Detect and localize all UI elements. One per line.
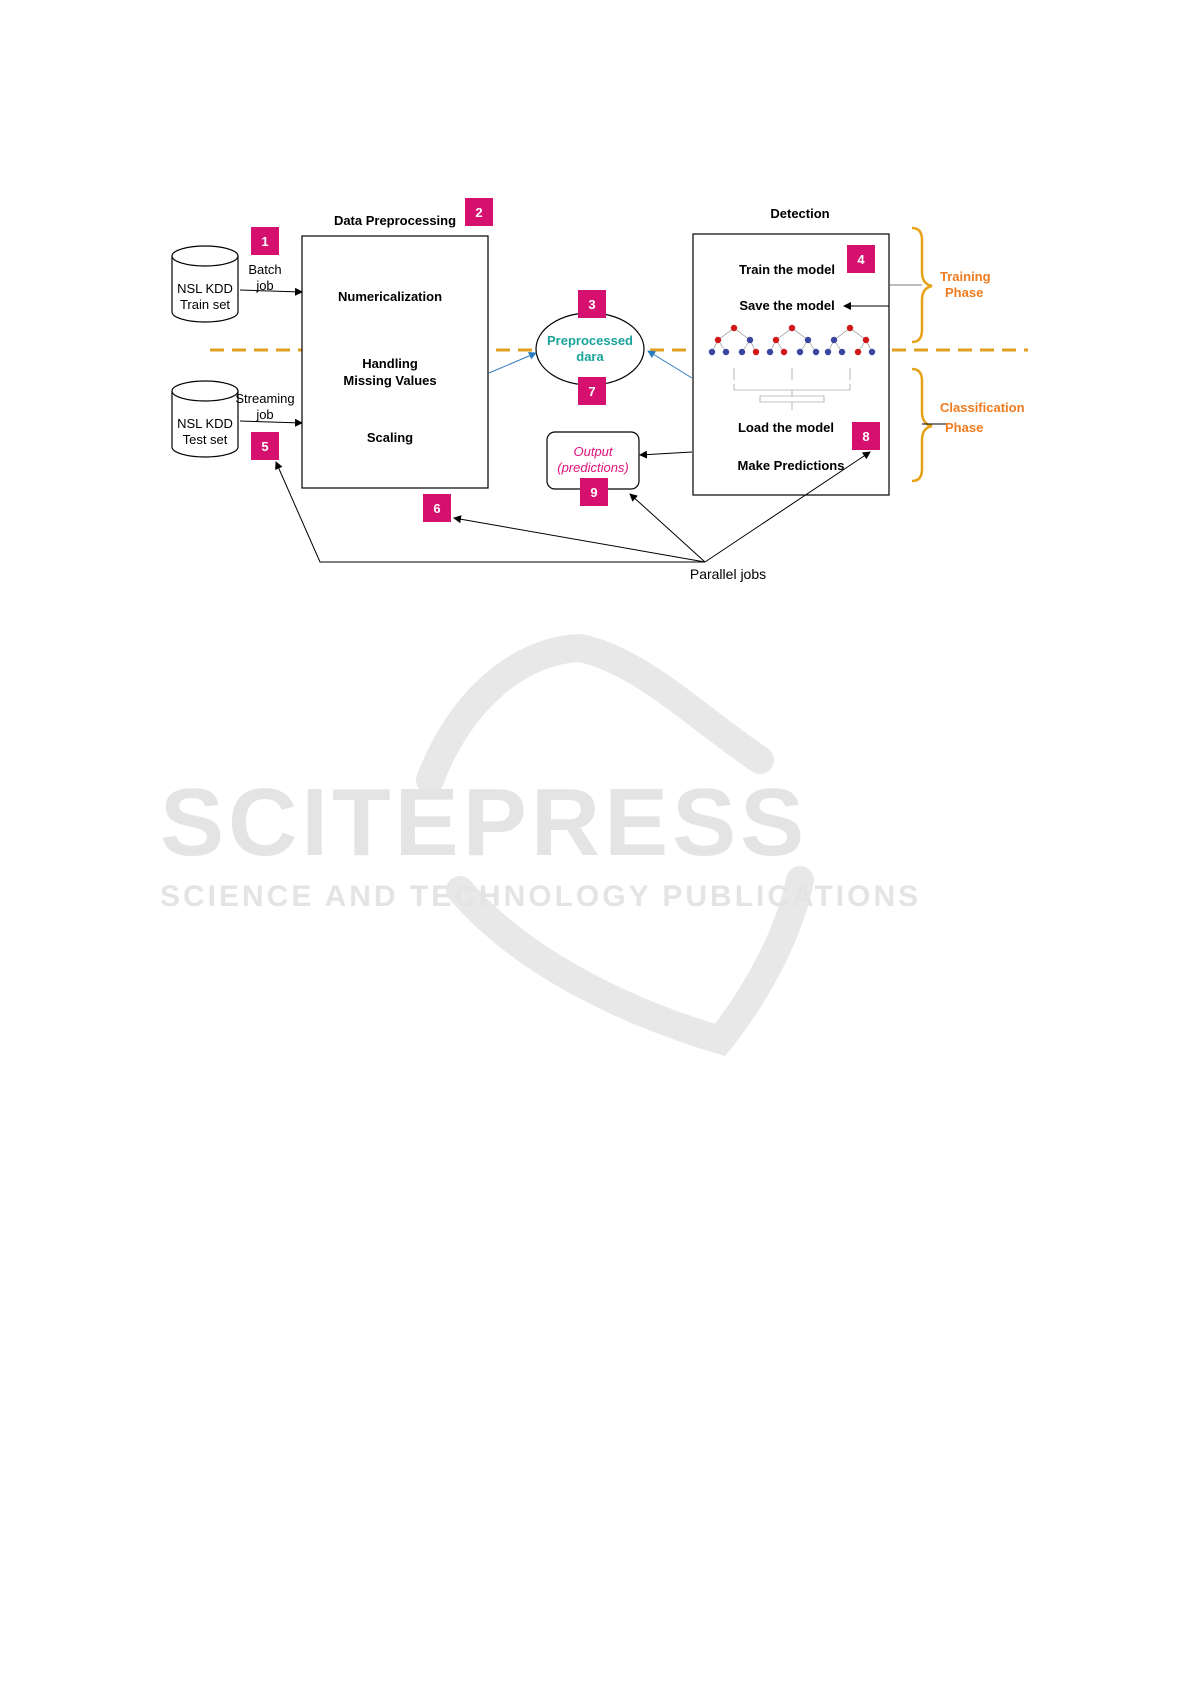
preprocessing-title: Data Preprocessing <box>334 213 456 228</box>
badge-7: 7 <box>578 377 606 405</box>
streaming-job-label-1: Streaming <box>235 391 294 406</box>
detection-to-data-arrow <box>647 350 693 379</box>
parallel-jobs-label: Parallel jobs <box>690 566 766 582</box>
badge-5: 5 <box>251 432 279 460</box>
badge-9: 9 <box>580 478 608 506</box>
svg-text:4: 4 <box>857 252 865 267</box>
train-model-label: Train the model <box>739 262 835 277</box>
train-set-database-icon <box>171 245 239 323</box>
parallel-jobs-arrows <box>275 451 871 563</box>
badge-1: 1 <box>251 227 279 255</box>
badge-4: 4 <box>847 245 875 273</box>
training-phase-label-2: Phase <box>945 285 983 300</box>
batch-job-label-1: Batch <box>248 262 281 277</box>
svg-text:7: 7 <box>588 384 595 399</box>
detection-title: Detection <box>770 206 829 221</box>
test-set-label-2: Test set <box>183 432 228 447</box>
badge-6: 6 <box>423 494 451 522</box>
step-numericalization: Numericalization <box>338 289 442 304</box>
detection-box <box>692 233 890 496</box>
step-scaling: Scaling <box>367 430 413 445</box>
svg-text:8: 8 <box>862 429 869 444</box>
watermark-book-logo <box>416 633 814 1057</box>
step-handling-1: Handling <box>362 356 418 371</box>
svg-text:3: 3 <box>588 297 595 312</box>
streaming-job-arrow <box>239 418 303 427</box>
test-set-label-1: NSL KDD <box>177 416 233 431</box>
preprocessed-label-2: dara <box>576 349 604 364</box>
random-forest-icon <box>708 324 876 410</box>
preprocessing-to-data-arrow <box>488 352 537 374</box>
save-model-label: Save the model <box>739 298 834 313</box>
train-set-label-1: NSL KDD <box>177 281 233 296</box>
output-label-1: Output <box>573 444 613 459</box>
classification-phase-brace <box>911 367 933 483</box>
step-handling-2: Missing Values <box>343 373 436 388</box>
preprocessing-box <box>301 235 489 489</box>
detection-to-output-arrow <box>639 450 693 459</box>
training-phase-brace <box>911 226 933 344</box>
watermark-subtitle: SCIENCE AND TECHNOLOGY PUBLICATIONS <box>160 880 921 913</box>
batch-job-label-2: job <box>255 278 273 293</box>
streaming-job-label-2: job <box>255 407 273 422</box>
batch-job-arrow <box>239 287 303 296</box>
output-label-2: (predictions) <box>557 460 629 475</box>
badge-3: 3 <box>578 290 606 318</box>
load-model-label: Load the model <box>738 420 834 435</box>
badge-2: 2 <box>465 198 493 226</box>
preprocessed-label-1: Preprocessed <box>547 333 633 348</box>
svg-text:2: 2 <box>475 205 482 220</box>
test-set-database-icon <box>171 380 239 458</box>
train-set-label-2: Train set <box>180 297 230 312</box>
watermark: SCITEPRESS SCIENCE AND TECHNOLOGY PUBLIC… <box>160 633 921 1057</box>
make-predictions-label: Make Predictions <box>738 458 845 473</box>
classification-phase-label-2: Phase <box>945 420 983 435</box>
watermark-title: SCITEPRESS <box>160 769 808 876</box>
svg-text:5: 5 <box>261 439 268 454</box>
classification-phase-label-1: Classification <box>940 400 1025 415</box>
training-phase-label-1: Training <box>940 269 991 284</box>
svg-text:6: 6 <box>433 501 440 516</box>
svg-text:1: 1 <box>261 234 268 249</box>
svg-text:9: 9 <box>590 485 597 500</box>
badge-8: 8 <box>852 422 880 450</box>
